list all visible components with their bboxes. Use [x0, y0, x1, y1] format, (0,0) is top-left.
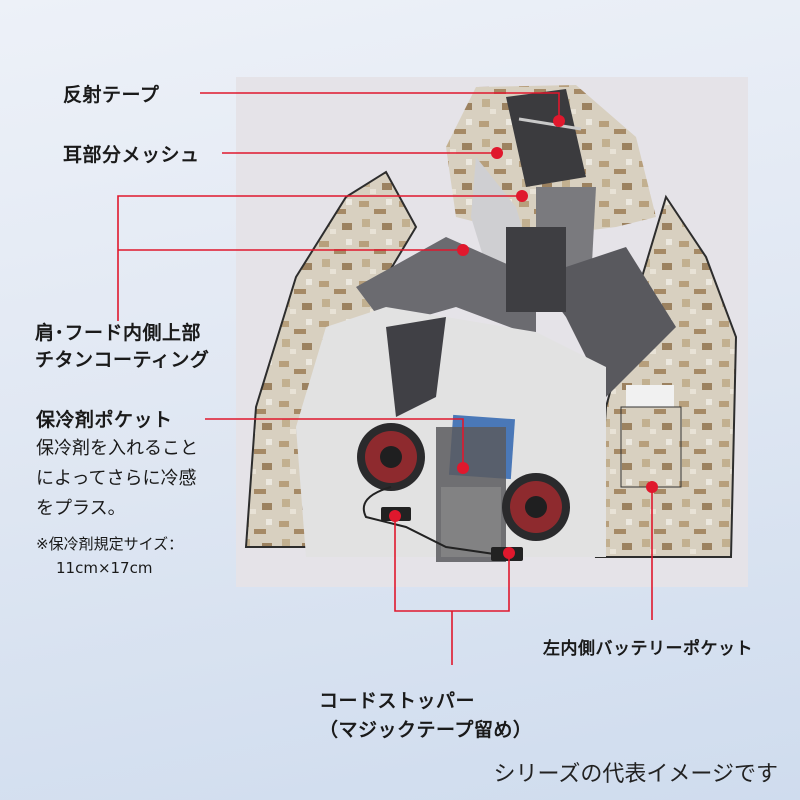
note-line: ※保冷剤規定サイズ：: [36, 535, 184, 553]
fan-right: [502, 473, 570, 541]
label-cord-stopper-line1: コードストッパー: [319, 690, 476, 712]
note-size: 11cm×17cm: [56, 559, 153, 577]
product-photo: [236, 77, 748, 587]
desc-line: 保冷剤を入れること: [36, 438, 198, 459]
label-titanium-line1: 肩･フード内側上部: [35, 322, 202, 344]
fan-left: [357, 423, 425, 491]
ice-pack-description: 保冷剤を入れること によってさらに冷感 をプラス。: [36, 434, 198, 524]
jacket-illustration: [244, 85, 738, 562]
label-reflective-tape: 反射テープ: [63, 84, 160, 106]
label-ice-pack-pocket: 保冷剤ポケット: [36, 409, 173, 431]
disclaimer-note: シリーズの代表イメージです: [493, 762, 778, 787]
desc-line: によってさらに冷感: [36, 468, 197, 489]
label-titanium-line2: チタンコーティング: [35, 349, 210, 371]
desc-line: をプラス。: [36, 498, 126, 519]
label-battery-pocket: 左内側バッテリーポケット: [543, 639, 753, 659]
ice-pack-size-note: ※保冷剤規定サイズ： 11cm×17cm: [36, 532, 183, 580]
label-ear-mesh: 耳部分メッシュ: [63, 144, 200, 166]
label-cord-stopper-line2: （マジックテープ留め）: [319, 719, 533, 741]
